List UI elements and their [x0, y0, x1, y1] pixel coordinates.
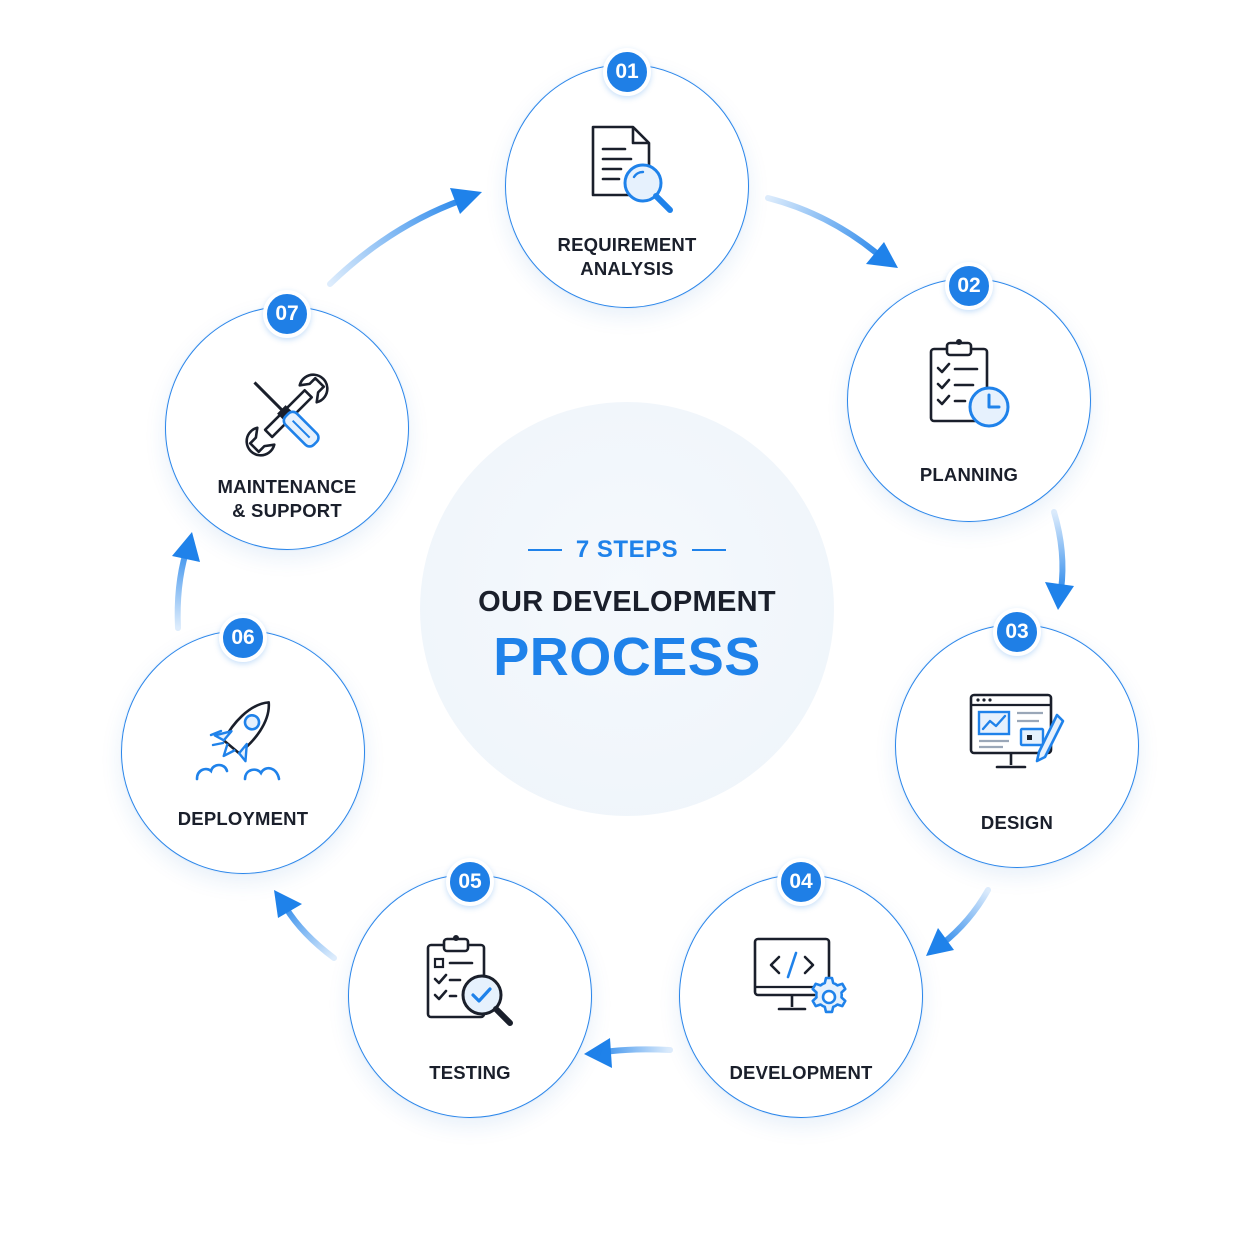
arrow-01-to-02 — [765, 195, 898, 268]
arrow-03-to-04 — [926, 887, 991, 956]
code-monitor-gear-icon — [753, 937, 847, 1014]
step-label-line-2: & SUPPORT — [232, 500, 342, 521]
step-label: MAINTENANCE & SUPPORT — [176, 475, 398, 523]
arrow-07-to-01 — [327, 188, 482, 287]
step-deployment[interactable]: 06 DEPLOYMENT — [121, 614, 365, 874]
step-number-badge: 06 — [219, 614, 267, 662]
step-requirement-analysis[interactable]: 01 REQUIREMENT ANALYSIS — [505, 48, 749, 308]
step-number-badge: 02 — [945, 262, 993, 310]
step-label-line-1: REQUIREMENT — [557, 234, 697, 255]
step-design[interactable]: 03 DESIGN — [895, 608, 1139, 868]
step-label: PLANNING — [858, 463, 1080, 487]
step-number-badge: 03 — [993, 608, 1041, 656]
step-number-badge: 07 — [263, 290, 311, 338]
arrow-04-to-05 — [584, 1038, 673, 1068]
step-label: REQUIREMENT ANALYSIS — [516, 233, 738, 281]
step-number-badge: 04 — [777, 858, 825, 906]
step-label-line-1: MAINTENANCE — [217, 476, 357, 497]
step-label: DEPLOYMENT — [132, 807, 354, 831]
arrow-02-to-03 — [1045, 509, 1074, 610]
wrench-screwdriver-icon — [245, 373, 329, 457]
step-label: DESIGN — [906, 811, 1128, 835]
step-planning[interactable]: 02 PLANNING — [847, 262, 1091, 522]
design-screen-pencil-icon — [969, 693, 1065, 769]
subtitle-row: 7 STEPS — [420, 536, 834, 564]
clipboard-magnifier-check-icon — [426, 935, 513, 1026]
step-label-line-2: ANALYSIS — [580, 258, 674, 279]
step-label-line-1: DEVELOPMENT — [729, 1062, 873, 1083]
arrow-06-to-07 — [172, 532, 200, 631]
subtitle-rule-left — [527, 549, 562, 551]
step-number-badge: 05 — [446, 858, 494, 906]
step-label-line-1: PLANNING — [919, 464, 1019, 485]
document-search-icon — [591, 125, 673, 213]
title-line-2: PROCESS — [493, 627, 761, 687]
step-label-line-1: DEPLOYMENT — [177, 808, 309, 829]
step-label-line-1: TESTING — [429, 1062, 511, 1083]
subtitle: 7 STEPS — [575, 536, 679, 563]
step-label: TESTING — [359, 1061, 581, 1085]
center-title-block: 7 STEPS OUR DEVELOPMENT PROCESS — [420, 402, 834, 816]
step-maintenance-support[interactable]: 07 MAINTENANCE & SUPPORT — [165, 290, 409, 550]
center-disc — [420, 402, 834, 816]
rocket-icon — [195, 701, 281, 781]
arrow-05-to-06 — [274, 890, 337, 961]
step-label: DEVELOPMENT — [690, 1061, 912, 1085]
step-testing[interactable]: 05 TESTING — [348, 858, 592, 1118]
title-line-1: OUR DEVELOPMENT — [478, 586, 776, 618]
subtitle-rule-right — [692, 549, 727, 551]
step-number-badge: 01 — [603, 48, 651, 96]
clipboard-clock-icon — [929, 339, 1010, 428]
step-label-line-1: DESIGN — [980, 812, 1054, 833]
step-development[interactable]: 04 DEVELOPMENT — [679, 858, 923, 1118]
